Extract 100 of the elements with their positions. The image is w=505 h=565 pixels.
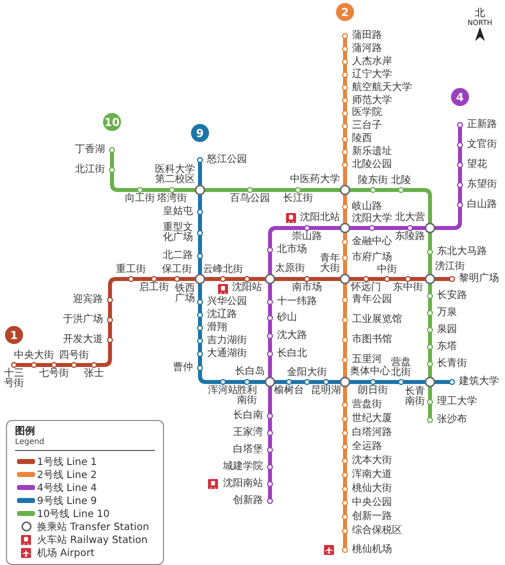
legend-text: 9号线 Line 9 — [37, 494, 97, 508]
station-name: 铁西广场 — [175, 284, 195, 304]
station-name: 吉力湖街 — [207, 336, 247, 346]
station-name: 新乐遗址 — [352, 147, 392, 158]
station-name: 北陵 — [391, 176, 411, 186]
station-name: 滑翔 — [207, 323, 227, 333]
station-name: 城建学院 — [223, 462, 263, 472]
station-name: 沈大路 — [277, 331, 307, 341]
station-name: 张士 — [84, 369, 104, 379]
station-name: 东北大马路 — [437, 247, 487, 257]
station-name: 五里河 — [352, 355, 382, 365]
station-name: 启工街 — [139, 283, 169, 293]
station-name: 七号街 — [39, 369, 69, 379]
station-name: 金融中心 — [352, 237, 392, 247]
station-name: 东塔 — [437, 342, 457, 352]
station-name: 青年大街 — [320, 254, 340, 274]
station-name: 胜利南街 — [237, 386, 257, 406]
station-name: 青年公园 — [352, 295, 392, 305]
station-name: 医学院 — [352, 108, 382, 118]
station-name: 怒江公园 — [207, 155, 247, 165]
station-name: 王家湾 — [233, 428, 263, 438]
station-name: 浑河站 — [208, 386, 238, 396]
station-name: 陵西 — [352, 134, 372, 144]
station-name: 北二路 — [163, 251, 193, 261]
station-name: 兴华公园 — [207, 297, 247, 307]
station-name: 怀远门 — [351, 283, 381, 293]
line-number-badge: 9 — [191, 124, 209, 142]
station-name: 白塔堡 — [233, 445, 263, 455]
station-name: 长白北 — [277, 349, 307, 359]
station-name: 市图书馆 — [352, 335, 392, 345]
station-name: 桃仙大街 — [352, 484, 392, 494]
station-name: 中央公园 — [352, 498, 392, 508]
station-name: 重型文化广场 — [163, 223, 193, 243]
line-number-badge: 2 — [336, 3, 354, 21]
station-name: 万泉 — [437, 308, 457, 318]
north-label: 北 — [475, 8, 485, 19]
station-name: 陵东街 — [358, 176, 388, 186]
station-name: 滂江街 — [435, 262, 465, 272]
station-name: 沈阳站 — [232, 283, 262, 293]
station-name: 塔湾街 — [157, 194, 187, 204]
station-name: 迎宾路 — [73, 295, 103, 305]
station-name: 营盘街 — [352, 400, 382, 410]
line-number-badge: 1 — [5, 326, 23, 344]
station-name: 榆树台 — [274, 386, 304, 396]
legend-text: 1号线 Line 1 — [37, 456, 97, 468]
station-name: 全运路 — [352, 442, 382, 452]
station-name: 北大营 — [395, 213, 425, 223]
station-name: 综合保税区 — [352, 526, 402, 536]
station-name: 文官街 — [467, 140, 497, 150]
station-name: 曹仲 — [173, 363, 193, 373]
station-name: 望花 — [467, 160, 487, 170]
station-name: 浑南大道 — [352, 470, 392, 480]
station-name: 北陵公园 — [352, 160, 392, 170]
legend-text: 10号线 Line 10 — [37, 508, 110, 520]
station-name: 师范大学 — [352, 96, 392, 106]
station-name: 工业展览馆 — [352, 315, 402, 325]
station-name: 朗日街 — [358, 386, 388, 396]
station-name: 太原街 — [275, 264, 305, 274]
station-name: 长青南街 — [405, 387, 425, 407]
legend-text: 火车站 Railway Station — [37, 534, 148, 546]
station-name: 长江街 — [283, 194, 313, 204]
station-name: 重工街 — [116, 265, 146, 275]
station-name: 沈阳南站 — [223, 479, 263, 489]
station-name: 崇山路 — [292, 232, 322, 242]
station-name: 市府广场 — [352, 253, 392, 263]
line-number-badge: 10 — [103, 113, 121, 131]
station-name: 长白南 — [233, 411, 263, 421]
station-name: 白山路 — [467, 200, 497, 210]
station-name: 人杰水岸 — [352, 56, 392, 67]
legend-text: 机场 Airport — [37, 546, 94, 560]
station-name: 沈辽路 — [207, 310, 237, 320]
station-name: 长安路 — [437, 291, 467, 301]
station-name: 黎明广场 — [459, 274, 499, 284]
station-name: 北江街 — [75, 165, 105, 175]
legend-text: 4号线 Line 4 — [37, 482, 97, 494]
station-name: 金阳大街 — [287, 368, 327, 378]
station-name: 白塔河路 — [352, 428, 392, 438]
station-name: 岐山路 — [352, 202, 382, 212]
station-name: 奥体中心 — [350, 367, 390, 377]
station-name: 保工街 — [162, 265, 192, 275]
station-name: 正新路 — [467, 120, 497, 130]
station-name: 医科大学第二校区 — [155, 165, 195, 185]
line-number-badge: 4 — [451, 88, 469, 106]
station-name: 丁香湖 — [75, 145, 105, 155]
station-name: 中医药大学 — [290, 175, 340, 185]
station-name: 桃仙机场 — [352, 545, 392, 555]
station-name: 大通湖街 — [207, 349, 247, 359]
station-name: 北市场 — [277, 245, 307, 255]
station-name: 长白岛 — [235, 367, 265, 377]
station-name: 中街 — [377, 265, 397, 275]
station-name: 辽宁大学 — [352, 70, 392, 80]
station-name: 沈本大街 — [352, 456, 392, 466]
station-name: 东陵路 — [395, 232, 425, 242]
station-name: 理工大学 — [437, 397, 477, 407]
station-name: 蒲河路 — [352, 44, 382, 54]
station-name: 三台子 — [352, 121, 382, 132]
legend-text: 换乘站 Transfer Station — [37, 520, 150, 534]
station-name: 向工街 — [125, 194, 155, 204]
station-name: 皇姑屯 — [163, 207, 193, 217]
station-name: 长青街 — [437, 359, 467, 369]
